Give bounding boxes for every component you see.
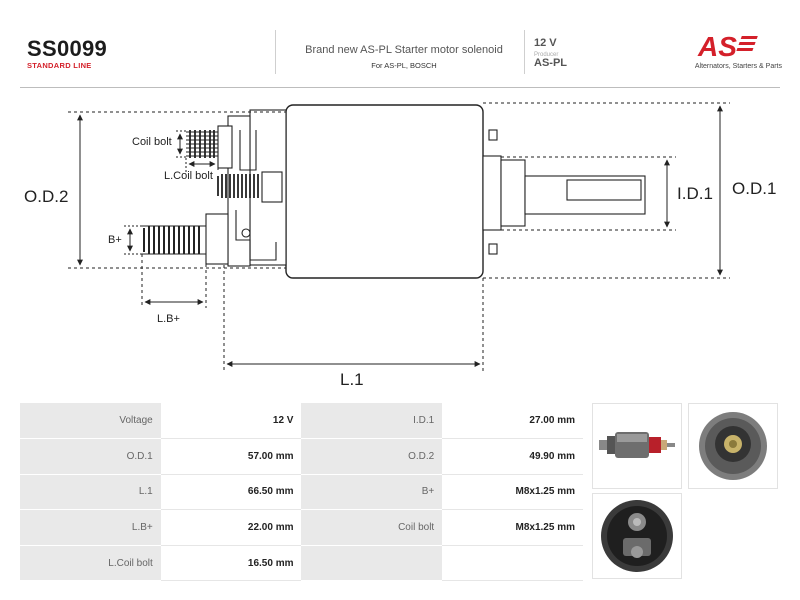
divider bbox=[275, 30, 276, 74]
spec-value: 49.90 mm bbox=[442, 438, 583, 475]
spec-table: Voltage 12 V I.D.1 27.00 mm O.D.1 57.00 … bbox=[20, 403, 583, 582]
label-id1: I.D.1 bbox=[677, 184, 713, 203]
spec-key: L.Coil bolt bbox=[20, 545, 161, 582]
table-row: L.B+ 22.00 mm Coil bolt M8x1.25 mm bbox=[20, 509, 583, 546]
header-voltage: 12 V bbox=[534, 37, 557, 49]
product-photo-side[interactable] bbox=[592, 403, 682, 489]
spec-value: M8x1.25 mm bbox=[442, 509, 583, 546]
product-fitment: For AS-PL, BOSCH bbox=[371, 61, 437, 70]
table-row: L.Coil bolt 16.50 mm bbox=[20, 545, 583, 582]
label-l1: L.1 bbox=[340, 370, 364, 389]
brand-tagline: Alternators, Starters & Parts bbox=[694, 63, 782, 70]
producer-label: Producer bbox=[534, 52, 559, 58]
spec-key: L.B+ bbox=[20, 509, 161, 546]
label-lcoil-bolt: L.Coil bolt bbox=[164, 170, 213, 182]
table-row: O.D.1 57.00 mm O.D.2 49.90 mm bbox=[20, 438, 583, 475]
header-rule bbox=[20, 87, 780, 88]
spec-value: 27.00 mm bbox=[442, 403, 583, 440]
label-od2: O.D.2 bbox=[24, 187, 68, 206]
label-coil-bolt: Coil bolt bbox=[132, 136, 172, 148]
solenoid-drawing: O.D.2 O.D.1 I.D.1 L.1 L.B+ B+ Coil bolt … bbox=[24, 102, 776, 389]
spec-value: 57.00 mm bbox=[160, 438, 302, 475]
table-row: Voltage 12 V I.D.1 27.00 mm bbox=[20, 403, 583, 440]
b-plus-threads bbox=[143, 226, 200, 254]
product-code: SS0099 bbox=[27, 36, 108, 61]
producer-name: AS-PL bbox=[534, 57, 567, 69]
brand-logo: AS bbox=[694, 30, 766, 65]
table-row: L.1 66.50 mm B+ M8x1.25 mm bbox=[20, 474, 583, 511]
spec-key: I.D.1 bbox=[301, 403, 443, 440]
solenoid-body bbox=[285, 104, 484, 279]
spec-key: B+ bbox=[301, 474, 443, 511]
coil-bolt-threads bbox=[186, 130, 218, 158]
svg-text:AS: AS bbox=[697, 31, 737, 60]
spec-value: 12 V bbox=[160, 403, 302, 440]
product-description: Brand new AS-PL Starter motor solenoid bbox=[305, 44, 503, 56]
spec-key bbox=[301, 545, 443, 582]
spec-value: 16.50 mm bbox=[160, 545, 302, 582]
product-photo-front[interactable] bbox=[688, 403, 778, 489]
product-photo-rear[interactable] bbox=[592, 493, 682, 579]
spec-value bbox=[442, 545, 583, 582]
divider bbox=[524, 30, 525, 74]
product-line: STANDARD LINE bbox=[27, 61, 92, 70]
label-bplus: B+ bbox=[108, 234, 122, 246]
spec-key: Coil bolt bbox=[301, 509, 443, 546]
spec-key: O.D.1 bbox=[20, 438, 161, 475]
spec-value: M8x1.25 mm bbox=[442, 474, 583, 511]
spec-value: 66.50 mm bbox=[160, 474, 302, 511]
spec-key: L.1 bbox=[20, 474, 161, 511]
spec-key: O.D.2 bbox=[301, 438, 443, 475]
label-lbplus: L.B+ bbox=[157, 313, 180, 325]
label-od1: O.D.1 bbox=[732, 179, 776, 198]
spec-key: Voltage bbox=[20, 403, 161, 440]
header: SS0099 STANDARD LINE Brand new AS-PL Sta… bbox=[0, 0, 800, 88]
spec-value: 22.00 mm bbox=[160, 509, 302, 546]
